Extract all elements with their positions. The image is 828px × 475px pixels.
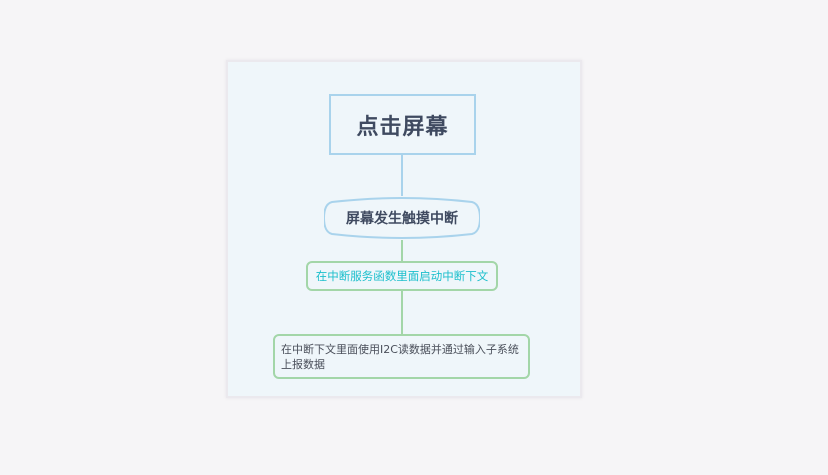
connector-root-to-sub — [401, 155, 403, 196]
connector-green-to-leaf — [401, 291, 403, 334]
root-node-label: 点击屏幕 — [356, 114, 449, 140]
touch-interrupt-label: 屏幕发生触摸中断 — [346, 211, 458, 227]
start-bottom-half-label: 在中断服务函数里面启动中断下文 — [315, 269, 489, 283]
hexagon-shape — [324, 197, 480, 239]
read-i2c-report-label: 在中断下文里面使用I2C读数据并通过输入子系统上报数据 — [281, 342, 519, 371]
mindmap-canvas: 点击屏幕 屏幕发生触摸中断 在中断服务函数里面启动中断下文 在中断下文里面使用I… — [226, 60, 582, 398]
root-node[interactable]: 点击屏幕 — [329, 94, 476, 155]
touch-interrupt-node[interactable]: 屏幕发生触摸中断 — [324, 196, 480, 240]
start-bottom-half-node[interactable]: 在中断服务函数里面启动中断下文 — [306, 261, 498, 291]
read-i2c-report-node[interactable]: 在中断下文里面使用I2C读数据并通过输入子系统上报数据 — [273, 334, 530, 379]
connector-sub-to-green — [401, 240, 403, 261]
